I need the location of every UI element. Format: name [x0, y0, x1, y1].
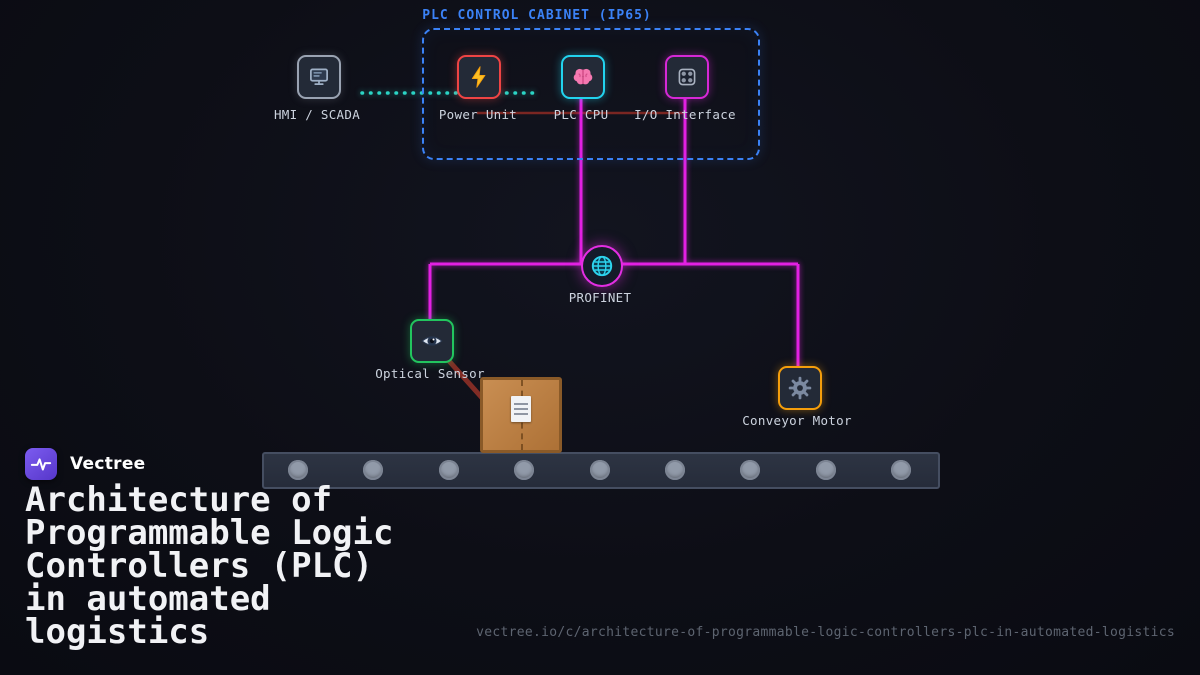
roller: [288, 460, 308, 480]
shipping-label: [511, 396, 531, 422]
io-grid-icon: [674, 64, 700, 90]
roller: [665, 460, 685, 480]
globe-icon: [589, 253, 615, 279]
label-line: [514, 413, 528, 415]
io-interface-node: [665, 55, 709, 99]
plc-cpu-label: PLC CPU: [553, 107, 609, 122]
label-line: [514, 408, 528, 410]
io-interface-label: I/O Interface: [634, 107, 736, 122]
roller: [363, 460, 384, 480]
gear-icon: [787, 375, 813, 401]
page-url: vectree.io/c/architecture-of-programmabl…: [476, 625, 1175, 640]
conveyor-motor-label: Conveyor Motor: [742, 413, 852, 428]
eye-icon: [419, 328, 445, 354]
label-line: [514, 403, 528, 405]
monitor-icon: [306, 64, 332, 90]
roller: [815, 460, 836, 480]
power-unit-node: [457, 55, 501, 99]
lightning-icon: [466, 64, 492, 90]
cabinet-box: [422, 28, 760, 160]
plc-cpu-node: [561, 55, 605, 99]
hmi-node: [297, 55, 341, 99]
conveyor-belt: [262, 452, 940, 489]
roller: [891, 460, 912, 480]
profinet-hub: [581, 245, 623, 287]
roller: [740, 460, 761, 480]
brain-icon: [570, 64, 596, 90]
hmi-label: HMI / SCADA: [273, 107, 361, 122]
cargo-box: [480, 377, 562, 453]
cabinet-label: PLC CONTROL CABINET (IP65): [422, 8, 652, 23]
page-title: Architecture of Programmable Logic Contr…: [25, 480, 394, 652]
roller: [589, 460, 610, 480]
profinet-label: PROFINET: [568, 290, 632, 305]
vectree-logo: [25, 448, 57, 480]
optical-sensor-label: Optical Sensor: [375, 366, 485, 381]
roller: [514, 460, 535, 480]
roller: [438, 460, 459, 480]
conveyor-motor-node: [778, 366, 822, 410]
pulse-icon: [30, 453, 52, 475]
brand-name: Vectree: [70, 454, 146, 474]
power-unit-label: Power Unit: [438, 107, 518, 122]
optical-sensor-node: [410, 319, 454, 363]
